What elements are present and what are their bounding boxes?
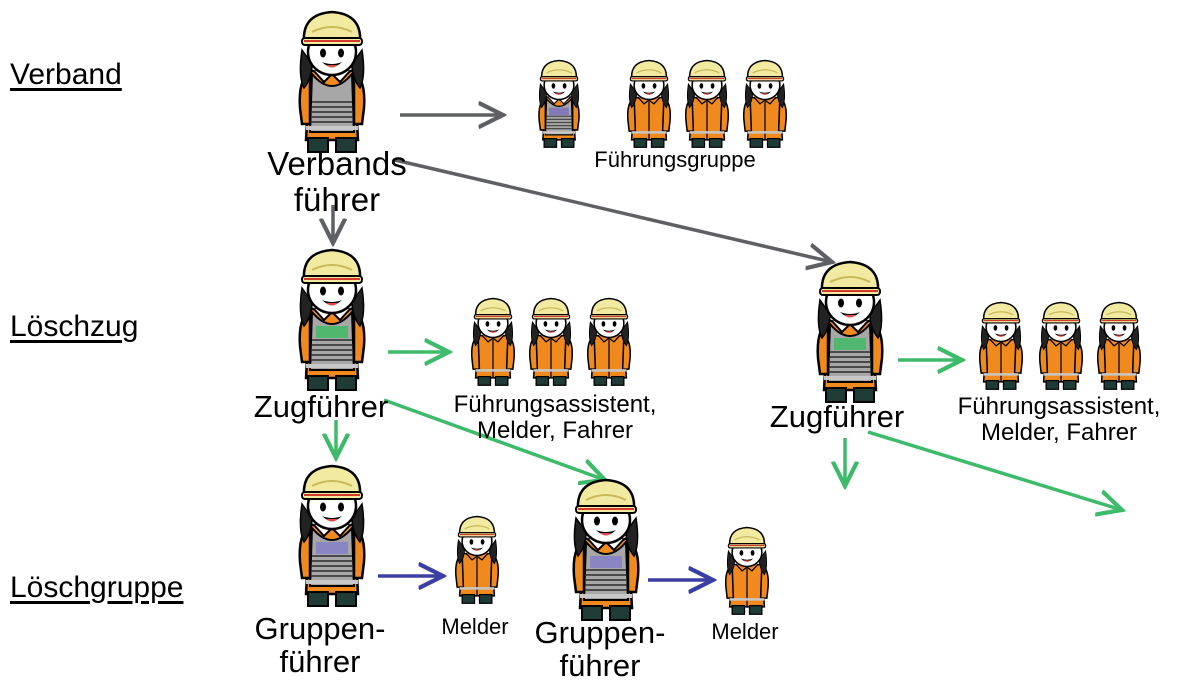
firefighter-icon [446, 514, 508, 607]
zug-right-staff-label: Führungsassistent, Melder, Fahrer [934, 394, 1184, 446]
firefighter-icon [528, 58, 590, 151]
firefighter-icon [520, 296, 582, 389]
firefighter-icon [800, 258, 900, 408]
verbandsfuehrer-label: Verbands führer [262, 146, 412, 217]
melder-left-label: Melder [441, 614, 509, 639]
zug-left-staff-label: Führungsassistent, Melder, Fahrer [430, 392, 680, 444]
level-label-verband: Verband [10, 58, 122, 91]
zug-right-staff-line1: Führungsassistent, [957, 393, 1161, 420]
arrow-verband-to-zug-right [394, 158, 832, 262]
gruppenfuehrer-right-label: Gruppen- führer [520, 616, 680, 683]
firefighter-icon [618, 58, 680, 151]
verbandsfuehrer-label-line1: Verbands [267, 145, 407, 182]
verbandsfuehrer-label-line2: führer [293, 180, 381, 218]
gruppenfuehrer-left-label: Gruppen- führer [250, 612, 390, 679]
firefighter-icon [282, 8, 382, 158]
firefighter-icon [970, 300, 1032, 393]
zugfuehrer-right-label: Zugführer [769, 399, 905, 434]
zugfuehrer-left-label: Zugführer [253, 389, 389, 424]
level-label-loeschgruppe: Löschgruppe [10, 571, 184, 604]
firefighter-icon [716, 525, 778, 618]
firefighter-icon [578, 296, 640, 389]
zug-left-staff-line2: Melder, Fahrer [476, 416, 634, 444]
arrow-zug-right-diagonal [867, 430, 1122, 510]
firefighter-icon [282, 246, 382, 396]
gruppenfuehrer-right-line2: führer [559, 648, 641, 683]
firefighter-icon [1030, 300, 1092, 393]
firefighter-icon [676, 58, 738, 151]
gruppenfuehrer-left-line1: Gruppen- [254, 611, 386, 646]
arrow-zug-left-to-gruppe-right [383, 398, 605, 480]
level-label-loeschzug: Löschzug [10, 310, 139, 343]
firefighter-icon [734, 58, 796, 151]
firefighter-icon [462, 296, 524, 389]
fuehrungsgruppe-label: Führungsgruppe [594, 147, 756, 172]
firefighter-icon [556, 476, 656, 626]
zug-right-staff-line2: Melder, Fahrer [980, 418, 1138, 446]
gruppenfuehrer-left-line2: führer [279, 644, 361, 680]
zug-left-staff-line1: Führungsassistent, [453, 391, 657, 418]
firefighter-icon [282, 462, 382, 612]
melder-right-label: Melder [711, 619, 779, 644]
gruppenfuehrer-right-line1: Gruppen- [534, 615, 666, 650]
firefighter-icon [1088, 300, 1150, 393]
